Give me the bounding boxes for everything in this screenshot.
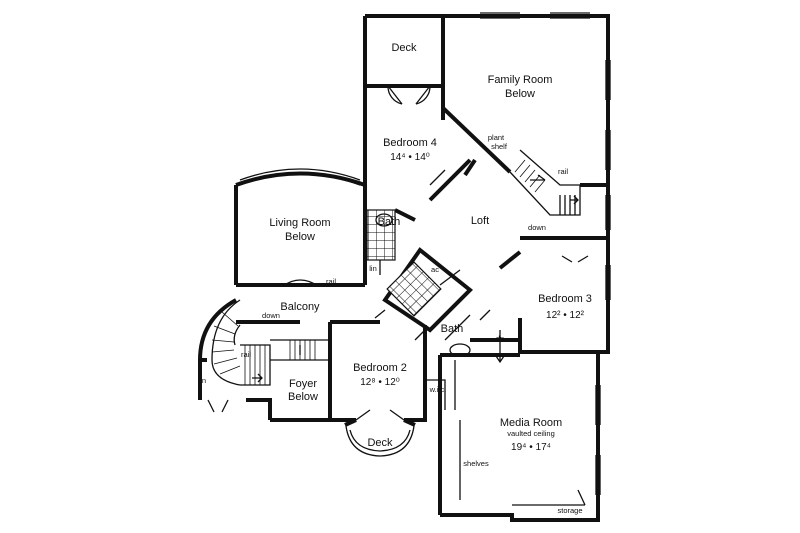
rail-balcony-label: rail [326, 277, 336, 286]
living-room-label: Living Room [269, 217, 330, 229]
bath-upper-tile [366, 209, 396, 261]
foyer-sub: Below [288, 391, 318, 403]
bedroom2-label: Bedroom 2 [353, 362, 407, 374]
bedroom3-dims: 12² • 12² [546, 310, 585, 321]
bedroom2-dims: 12⁸ • 12⁰ [360, 377, 400, 388]
right-staircase [509, 149, 581, 216]
plant-shelf-label-1: plant [488, 133, 505, 142]
dn-label: dn [496, 334, 504, 343]
living-room-sub: Below [285, 231, 315, 243]
down-curved-label: down [262, 311, 280, 320]
plant-shelf-label-2: shelf [491, 142, 508, 151]
bath-center-counter [439, 269, 471, 341]
rail-curved-label: rail [241, 350, 251, 359]
deck-bay-wall [344, 418, 416, 427]
family-room-sub: Below [505, 88, 535, 100]
bath-upper-label: Bath [378, 216, 401, 228]
bedroom4-label: Bedroom 4 [383, 137, 437, 149]
rail-stair-label: rail [558, 167, 568, 176]
deck-bottom-label: Deck [367, 437, 393, 449]
storage-label: storage [557, 506, 582, 515]
family-room-label: Family Room [488, 74, 553, 86]
shelves-label: shelves [463, 459, 489, 468]
bedroom4-dims: 14⁴ • 14⁰ [390, 152, 430, 163]
media-room-dims: 19⁴ • 17⁴ [511, 442, 551, 453]
bath-center-tile [386, 261, 442, 317]
n-label: n [202, 376, 206, 385]
dn-arrow [495, 330, 505, 364]
balcony-rail [282, 279, 319, 287]
balcony-label: Balcony [280, 301, 320, 313]
deck-top-label: Deck [391, 42, 417, 54]
windows [239, 12, 611, 495]
lin-label: lin [369, 264, 377, 273]
deck-bay-inner [349, 429, 411, 452]
tub-upper [375, 213, 393, 227]
storage-line [512, 489, 586, 506]
tub-center [449, 343, 471, 357]
loft-label: Loft [471, 215, 489, 227]
bedroom4-closet [429, 169, 453, 193]
doors [207, 85, 589, 421]
ac-label: ac [431, 265, 439, 274]
curved-staircase [211, 299, 331, 386]
deck-bay-curve [345, 425, 415, 457]
wic-label: w.i.c. [429, 385, 447, 394]
down-stair-label: down [528, 223, 546, 232]
media-room-label: Media Room [500, 417, 562, 429]
foyer-label: Foyer [289, 378, 317, 390]
bath-center-label: Bath [441, 323, 464, 335]
media-room-note: vaulted ceiling [507, 429, 555, 438]
bedroom3-label: Bedroom 3 [538, 293, 592, 305]
